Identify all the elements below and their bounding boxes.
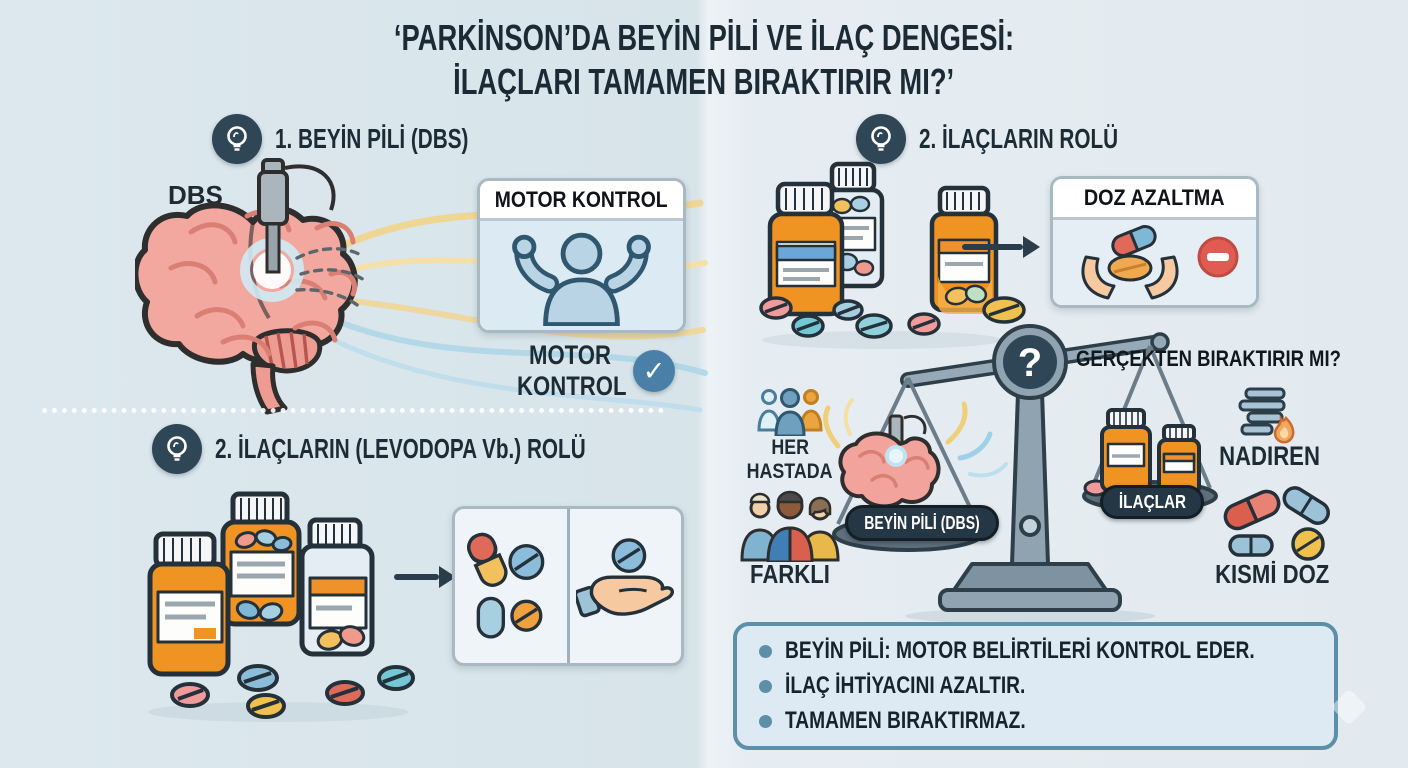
annotation-line: KISMİ DOZ xyxy=(1214,559,1330,589)
lightbulb-icon xyxy=(152,424,202,474)
scale-right-label: İLAÇLAR xyxy=(1100,485,1204,519)
bullet-dot xyxy=(759,714,772,728)
annotation-nadiren: NADIREN xyxy=(1200,441,1340,471)
annotation-kismi-doz: KISMİ DOZ xyxy=(1192,559,1352,589)
section-title: 1. BEYİN PİLİ (DBS) xyxy=(275,123,469,154)
summary-bullet-text: BEYİN PİLİ: MOTOR BELİRTİLERİ KONTROL ED… xyxy=(785,637,1255,664)
hand-with-pill-panel xyxy=(570,509,682,663)
section-header-dbs: 1. BEYİN PİLİ (DBS) xyxy=(212,114,536,164)
annotation-farkli: FARKLI xyxy=(730,559,850,589)
caption-line-2: KONTROL xyxy=(517,370,627,401)
annotation-line: NADIREN xyxy=(1219,441,1321,471)
scale-right-label-text: İLAÇLAR xyxy=(1118,491,1186,512)
summary-bullet-row: TAMAMEN BIRAKTIRMAZ. xyxy=(759,707,1312,735)
title-line-1: ‘PARKİNSON’DA BEYİN PİLİ VE İLAÇ DENGESİ… xyxy=(393,17,1015,58)
dose-reduction-card: DOZ AZALTMA xyxy=(1050,176,1259,308)
bullet-dot xyxy=(759,644,772,658)
rare-list-flame-icon xyxy=(1238,387,1295,444)
title-line-2: İLAÇLARI TAMAMEN BIRAKTIRIR MI?’ xyxy=(453,60,955,102)
pill-bottles-right-illustration xyxy=(759,161,1026,349)
section-header-medications-left: 2. İLAÇLARIN (LEVODOPA Vb.) ROLÜ xyxy=(152,424,716,474)
motor-control-caption: MOTOR KONTROL xyxy=(505,340,635,402)
question-label: GERÇEKTEN BIRAKTIRIR MI? xyxy=(1076,346,1341,371)
summary-bullet-text: İLAÇ İHTİYACINI AZALTIR. xyxy=(785,672,1026,699)
checkmark-icon: ✓ xyxy=(633,350,675,392)
dose-card-title: DOZ AZALTMA xyxy=(1084,185,1225,210)
section-title: 2. İLAÇLARIN (LEVODOPA Vb.) ROLÜ xyxy=(215,433,586,464)
diverse-patients-icon xyxy=(740,490,840,562)
page-title: ‘PARKİNSON’DA BEYİN PİLİ VE İLAÇ DENGESİ… xyxy=(0,16,1408,104)
pills-hand-card xyxy=(452,506,684,666)
scale-left-label-text: BEYİN PİLİ (DBS) xyxy=(864,512,980,533)
arrow-right-icon xyxy=(962,236,1040,258)
bullet-dot xyxy=(759,679,772,693)
scale-left-label: BEYİN PİLİ (DBS) xyxy=(845,505,999,541)
hands-holding-pills-icon xyxy=(1053,220,1256,305)
motor-card-title: MOTOR KONTROL xyxy=(495,186,668,212)
lightbulb-icon xyxy=(856,114,906,164)
annotation-line: HER xyxy=(771,436,809,459)
annotation-her-hastada: HER HASTADA xyxy=(732,436,848,483)
question-mark: ? xyxy=(1018,341,1042,385)
annotation-line: FARKLI xyxy=(750,559,830,589)
brain-with-dbs-electrode-illustration xyxy=(135,158,708,415)
question-text: GERÇEKTEN BIRAKTIRIR MI? xyxy=(1076,346,1391,372)
annotation-line: HASTADA xyxy=(747,459,833,483)
dotted-divider xyxy=(42,408,664,413)
caption-line-1: MOTOR xyxy=(529,340,611,370)
pills-panel xyxy=(455,509,570,663)
section-header-medications-right: 2. İLAÇLARIN ROLÜ xyxy=(856,114,1188,164)
flexing-strength-figure-icon xyxy=(480,221,683,330)
motor-control-card: MOTOR KONTROL xyxy=(477,178,686,333)
patient-group-icon xyxy=(757,388,823,436)
summary-bullet-text: TAMAMEN BIRAKTIRMAZ. xyxy=(785,707,1026,734)
summary-bullet-row: İLAÇ İHTİYACINI AZALTIR. xyxy=(759,672,1312,700)
section-title: 2. İLAÇLARIN ROLÜ xyxy=(919,123,1119,154)
pill-bottles-left-illustration xyxy=(147,491,415,722)
arrow-right-icon xyxy=(394,566,456,588)
summary-bullet-row: BEYİN PİLİ: MOTOR BELİRTİLERİ KONTROL ED… xyxy=(759,637,1312,665)
lightbulb-icon xyxy=(212,114,262,164)
summary-box: BEYİN PİLİ: MOTOR BELİRTİLERİ KONTROL ED… xyxy=(733,622,1338,750)
partial-dose-pills-icon xyxy=(1223,486,1330,561)
